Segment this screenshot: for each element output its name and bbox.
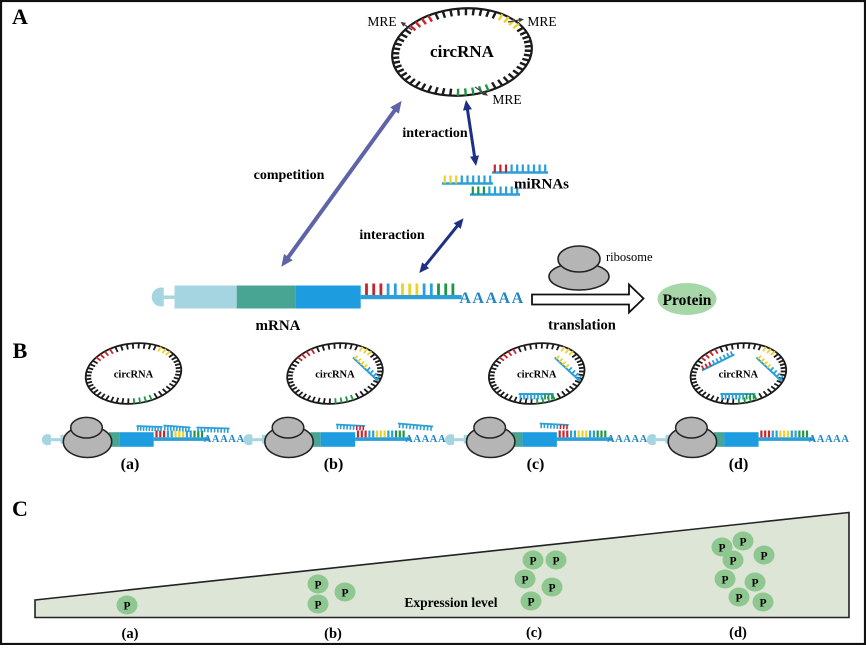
svg-text:MRE: MRE xyxy=(367,14,396,29)
svg-text:P: P xyxy=(735,593,742,605)
svg-text:(a): (a) xyxy=(122,626,139,642)
svg-text:P: P xyxy=(721,575,728,587)
svg-text:P: P xyxy=(552,556,559,568)
svg-text:miRNAs: miRNAs xyxy=(514,177,569,193)
svg-text:interaction: interaction xyxy=(402,126,468,141)
svg-text:(d): (d) xyxy=(729,625,747,641)
svg-text:circRNA: circRNA xyxy=(719,370,759,381)
svg-text:(d): (d) xyxy=(729,456,749,473)
svg-text:MRE: MRE xyxy=(527,14,556,29)
svg-text:P: P xyxy=(529,556,536,568)
svg-text:MRE: MRE xyxy=(492,92,521,107)
svg-text:P: P xyxy=(123,601,130,613)
svg-text:P: P xyxy=(759,598,766,610)
svg-text:C: C xyxy=(12,496,28,521)
svg-text:competition: competition xyxy=(254,168,325,183)
svg-text:AAAAA: AAAAA xyxy=(809,434,850,445)
svg-text:Expression level: Expression level xyxy=(404,595,497,610)
svg-text:(a): (a) xyxy=(121,456,140,473)
svg-text:Protein: Protein xyxy=(663,292,712,309)
svg-text:A: A xyxy=(12,4,28,29)
svg-text:P: P xyxy=(527,597,534,609)
svg-text:circRNA: circRNA xyxy=(114,370,154,381)
svg-text:(c): (c) xyxy=(526,625,542,641)
svg-text:(b): (b) xyxy=(324,626,342,642)
svg-text:P: P xyxy=(718,543,725,555)
svg-text:P: P xyxy=(739,537,746,549)
svg-text:P: P xyxy=(314,580,321,592)
svg-text:B: B xyxy=(13,338,28,363)
svg-text:AAAAA: AAAAA xyxy=(204,434,245,445)
svg-text:P: P xyxy=(341,588,348,600)
svg-text:mRNA: mRNA xyxy=(256,318,301,334)
svg-text:P: P xyxy=(760,551,767,563)
svg-text:P: P xyxy=(729,556,736,568)
svg-text:P: P xyxy=(548,583,555,595)
svg-text:circRNA: circRNA xyxy=(430,42,495,61)
svg-text:interaction: interaction xyxy=(359,228,425,243)
svg-text:AAAAA: AAAAA xyxy=(607,434,648,445)
svg-text:circRNA: circRNA xyxy=(517,370,557,381)
svg-text:translation: translation xyxy=(548,318,616,334)
svg-text:P: P xyxy=(521,575,528,587)
svg-text:ribosome: ribosome xyxy=(606,250,653,264)
svg-text:(c): (c) xyxy=(527,456,545,473)
svg-text:P: P xyxy=(314,600,321,612)
svg-text:AAAAA: AAAAA xyxy=(405,434,446,445)
svg-text:AAAAA: AAAAA xyxy=(459,290,524,307)
svg-text:(b): (b) xyxy=(324,456,344,473)
svg-text:circRNA: circRNA xyxy=(315,370,355,381)
svg-text:P: P xyxy=(751,578,758,590)
